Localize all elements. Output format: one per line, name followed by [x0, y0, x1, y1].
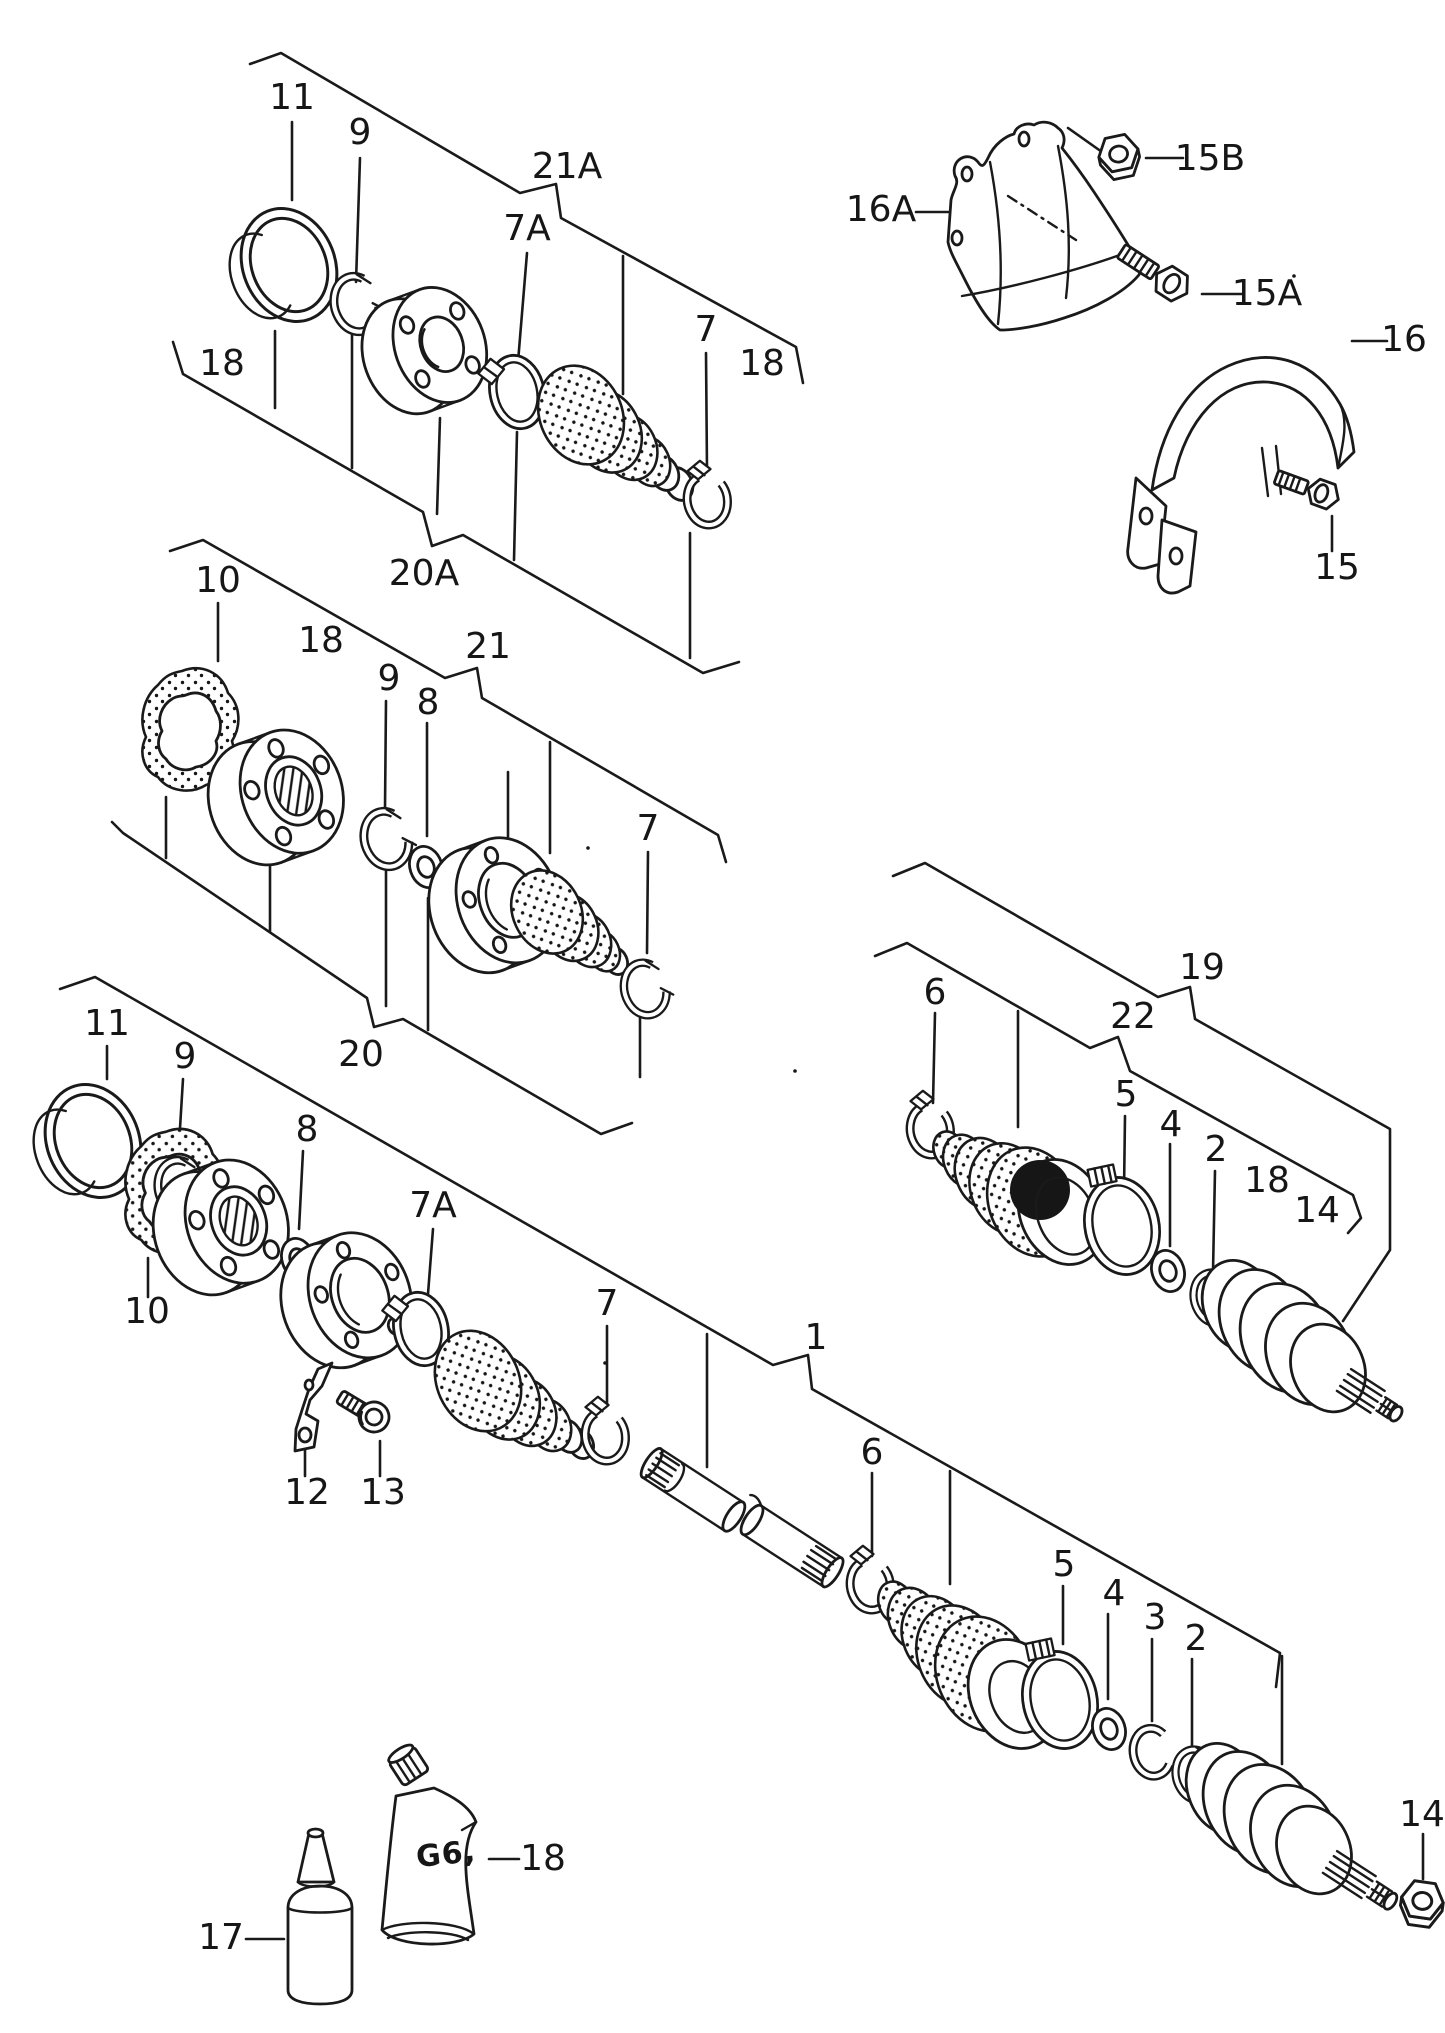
callout-4-right: 4	[1160, 1104, 1183, 1145]
callout-10-mid: 10	[195, 560, 241, 601]
bracket-20A	[171, 340, 741, 675]
group-1-parts	[14, 1068, 845, 1589]
callout-15A: 15A	[1232, 273, 1303, 314]
callout-13: 13	[360, 1472, 406, 1513]
callout-18-top-l: 18	[199, 343, 245, 384]
callout-19: 19	[1179, 947, 1225, 988]
callout-7-low: 7	[596, 1283, 619, 1324]
group-21A-parts	[210, 192, 732, 528]
leader-lines	[105, 120, 1425, 1941]
cv-boot-with-opening	[932, 1130, 1108, 1266]
callout-1: 1	[805, 1317, 828, 1358]
callout-16A: 16A	[846, 189, 917, 230]
callout-8-mid: 8	[417, 682, 440, 723]
bracket-1	[58, 975, 1282, 1689]
callout-8-low: 8	[296, 1109, 319, 1150]
callout-14-bot: 14	[1399, 1794, 1445, 1835]
callout-9-low: 9	[174, 1036, 197, 1077]
bracket-21A	[248, 51, 805, 385]
group-19-parts	[904, 1087, 1404, 1423]
group-axle-outer	[844, 1542, 1445, 1931]
socket-bolt-13	[335, 1390, 391, 1434]
callout-21: 21	[465, 626, 511, 667]
bracket-20	[110, 820, 634, 1136]
bracket-19	[891, 861, 1392, 1323]
callout-22: 22	[1110, 996, 1156, 1037]
callout-5-bot: 5	[1053, 1544, 1076, 1585]
callout-3-bot: 3	[1144, 1597, 1167, 1638]
hex-nut-15B	[1093, 130, 1145, 184]
hex-bolt-15A	[1116, 243, 1189, 303]
callout-17: 17	[198, 1917, 244, 1958]
retaining-plate-12	[293, 1361, 334, 1453]
callout-16: 16	[1381, 319, 1427, 360]
bracket-21	[168, 538, 728, 864]
bracket-22	[873, 941, 1363, 1235]
grease-bottle-17	[286, 1827, 354, 2006]
cv-boot	[536, 364, 695, 502]
callout-18-mid: 18	[298, 620, 344, 661]
heat-shield-16	[1126, 356, 1356, 595]
callout-2-right: 2	[1205, 1129, 1228, 1170]
axle-shaft-piece-b	[739, 1493, 845, 1589]
boot-clamp-small	[681, 457, 732, 528]
group-20-parts	[141, 666, 677, 1020]
callout-20A: 20A	[389, 553, 460, 594]
cv-boot	[509, 869, 629, 976]
tube-marking: G6,	[414, 1834, 477, 1875]
callout-15B: 15B	[1175, 138, 1246, 179]
callout-5-right: 5	[1115, 1074, 1138, 1115]
callout-7-top: 7	[695, 309, 718, 350]
callout-15: 15	[1314, 547, 1360, 588]
cv-boot	[433, 1329, 595, 1460]
callout-6-axle: 6	[861, 1432, 884, 1473]
callout-20: 20	[338, 1034, 384, 1075]
callout-7A-low: 7A	[409, 1185, 457, 1226]
callout-9-top: 9	[349, 112, 372, 153]
outer-cv-joint	[1200, 1258, 1404, 1423]
callout-labels: 11 9 21A 7A 7 18 18 16A 15B 15A 16 15 10…	[84, 77, 1445, 1958]
print-specks	[586, 274, 1296, 1365]
callout-9-mid: 9	[378, 658, 401, 699]
callout-7-mid: 7	[637, 808, 660, 849]
axle-hex-nut	[1396, 1877, 1445, 1931]
seal-ring	[210, 192, 355, 343]
callout-11-low: 11	[84, 1003, 130, 1044]
callout-21A: 21A	[532, 146, 603, 187]
callout-18-right: 18	[1244, 1160, 1290, 1201]
axle-shaft-piece-a	[639, 1447, 747, 1533]
c-clip	[1128, 1723, 1174, 1781]
group-brackets	[58, 51, 1392, 1689]
outer-cv-joint	[1184, 1741, 1399, 1911]
callout-2-bot: 2	[1185, 1618, 1208, 1659]
grease-tube-18: G6,	[380, 1743, 478, 1946]
callout-12: 12	[284, 1472, 330, 1513]
callout-6-right: 6	[924, 972, 947, 1013]
callout-10-low: 10	[124, 1291, 170, 1332]
heat-shield-bracket-16A	[946, 120, 1142, 332]
round-clip	[618, 956, 677, 1020]
callout-7A-top: 7A	[503, 208, 551, 249]
cv-flange-hub	[360, 286, 489, 416]
callout-11-top: 11	[269, 77, 315, 118]
callout-4-bot: 4	[1103, 1573, 1126, 1614]
callout-18-bot: 18	[520, 1838, 566, 1879]
hex-bolt-15	[1273, 469, 1340, 511]
callout-14-right: 14	[1294, 1190, 1340, 1231]
callout-18-top-r: 18	[739, 343, 785, 384]
